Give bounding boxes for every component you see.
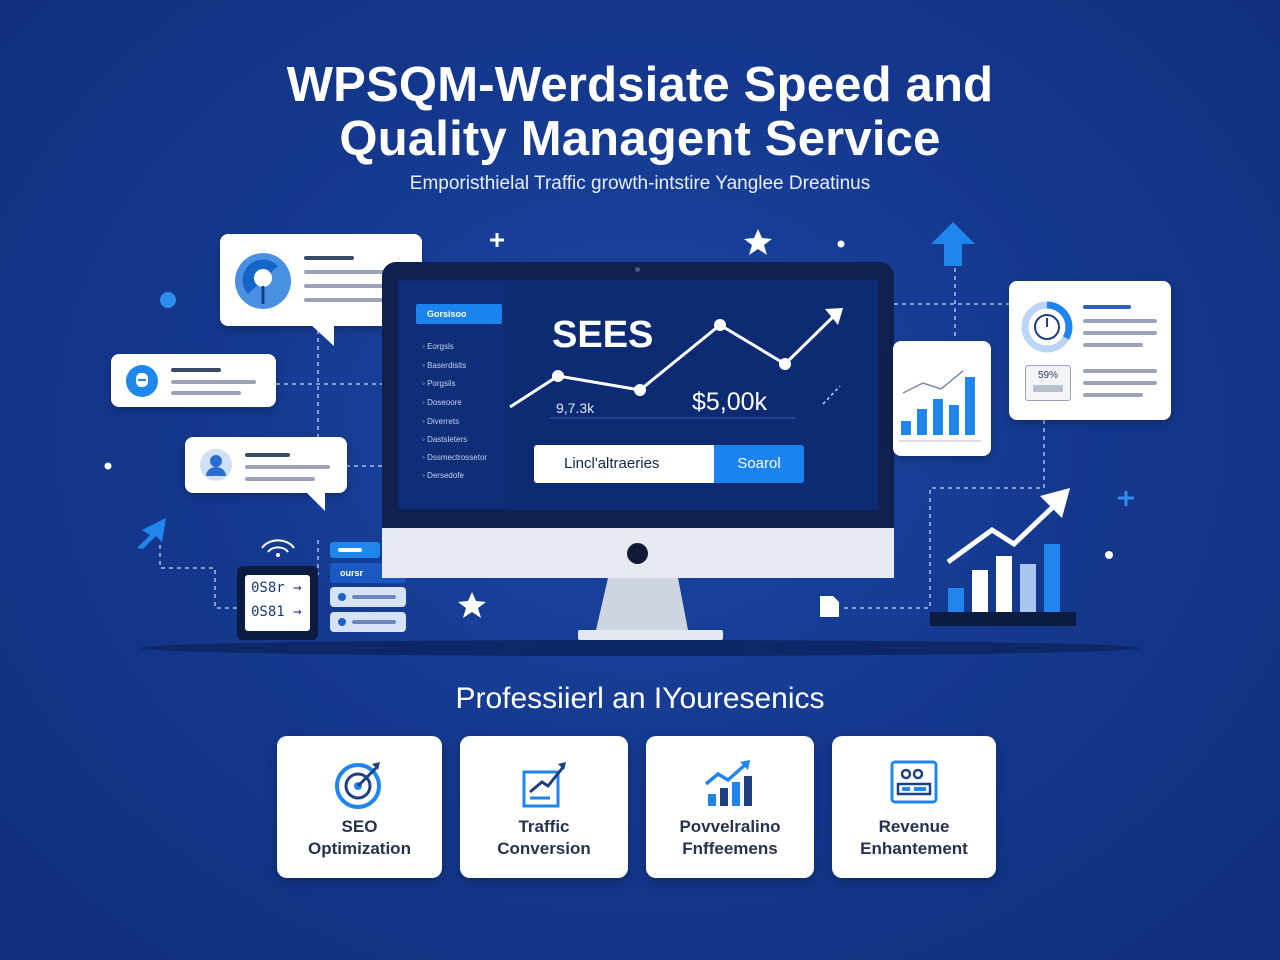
growth-chart-icon	[930, 488, 1076, 626]
service-card-seo[interactable]: SEO Optimization	[277, 736, 442, 878]
chat-tail	[310, 324, 334, 346]
monitor-camera	[635, 267, 640, 272]
location-pin-icon	[235, 253, 291, 309]
device-reading-1: 0S8r →	[251, 580, 302, 596]
menu-item[interactable]: ◦ Dersedofe	[422, 471, 464, 480]
search-input[interactable]: Lincl'altraeries	[534, 445, 714, 483]
chat-tail	[305, 491, 325, 511]
dashboard-chart-title: SEES	[552, 314, 654, 356]
stat-left: 9,7.3k	[556, 400, 595, 416]
service-label-line2: Enhantement	[860, 839, 968, 858]
device-tab	[330, 542, 380, 558]
services-section-title: Professiierl an IYouresenics	[455, 682, 825, 715]
traffic-chart-icon	[522, 762, 566, 808]
service-label-line2: Optimization	[308, 839, 411, 858]
device-list-row	[330, 612, 406, 632]
menu-item[interactable]: ◦ Baserdisits	[422, 361, 467, 370]
page-title: WPSQM-Werdsiate Speed and Quality Manage…	[286, 58, 994, 166]
device-reading-2: 0S81 →	[251, 604, 302, 620]
gauge-icon	[1021, 301, 1073, 353]
avatar-chat-card	[185, 437, 347, 493]
percent-badge: 59%	[1025, 365, 1071, 401]
page-subtitle: Emporisthielal Traffic growth-intstire Y…	[409, 173, 871, 194]
menu-header[interactable]: Gorsisoo	[416, 304, 502, 324]
wifi-icon	[261, 539, 295, 557]
menu-item[interactable]: ◦ Dssmectrossetor	[422, 453, 488, 462]
monitor-button	[627, 543, 648, 564]
service-label-line2: Fnffeemens	[682, 839, 778, 858]
bar-chart-card	[893, 341, 991, 456]
document-icon	[820, 596, 839, 617]
service-label-line1: Povvelralino	[679, 817, 781, 836]
menu-item[interactable]: ◦ Doseoore	[422, 398, 462, 407]
bar-chart-icon	[899, 370, 981, 442]
menu-item[interactable]: ◦ Porgsils	[422, 379, 456, 388]
monitor-stand	[578, 578, 723, 640]
stat-right: $5,00k	[692, 388, 768, 416]
trend-line-chart	[509, 308, 843, 419]
dashboard-side-menu: Gorsisoo ◦ Eorgsls ◦ Baserdisits ◦ Porgs…	[400, 282, 505, 508]
avatar-icon	[200, 449, 232, 481]
revenue-dashboard-icon	[890, 760, 938, 804]
service-label-line2: Conversion	[497, 839, 591, 858]
search-button[interactable]: Soarol	[714, 445, 804, 483]
service-label-line1: SEO	[341, 817, 378, 836]
user-chat-card	[111, 354, 276, 407]
device-list-row	[330, 587, 406, 607]
menu-item[interactable]: ◦ Eorgsls	[422, 342, 454, 351]
menu-item[interactable]: ◦ Diverrets	[422, 417, 460, 426]
user-icon	[126, 365, 158, 397]
menu-item[interactable]: ◦ Dastsleters	[422, 435, 468, 444]
service-label-line1: Traffic	[518, 817, 570, 836]
report-card: 59%	[1009, 281, 1171, 420]
reader-device: 0S8r → 0S81 →	[237, 566, 318, 640]
service-label-line1: Revenue	[878, 817, 950, 836]
growth-bars-icon	[704, 760, 752, 806]
target-icon	[334, 762, 381, 809]
